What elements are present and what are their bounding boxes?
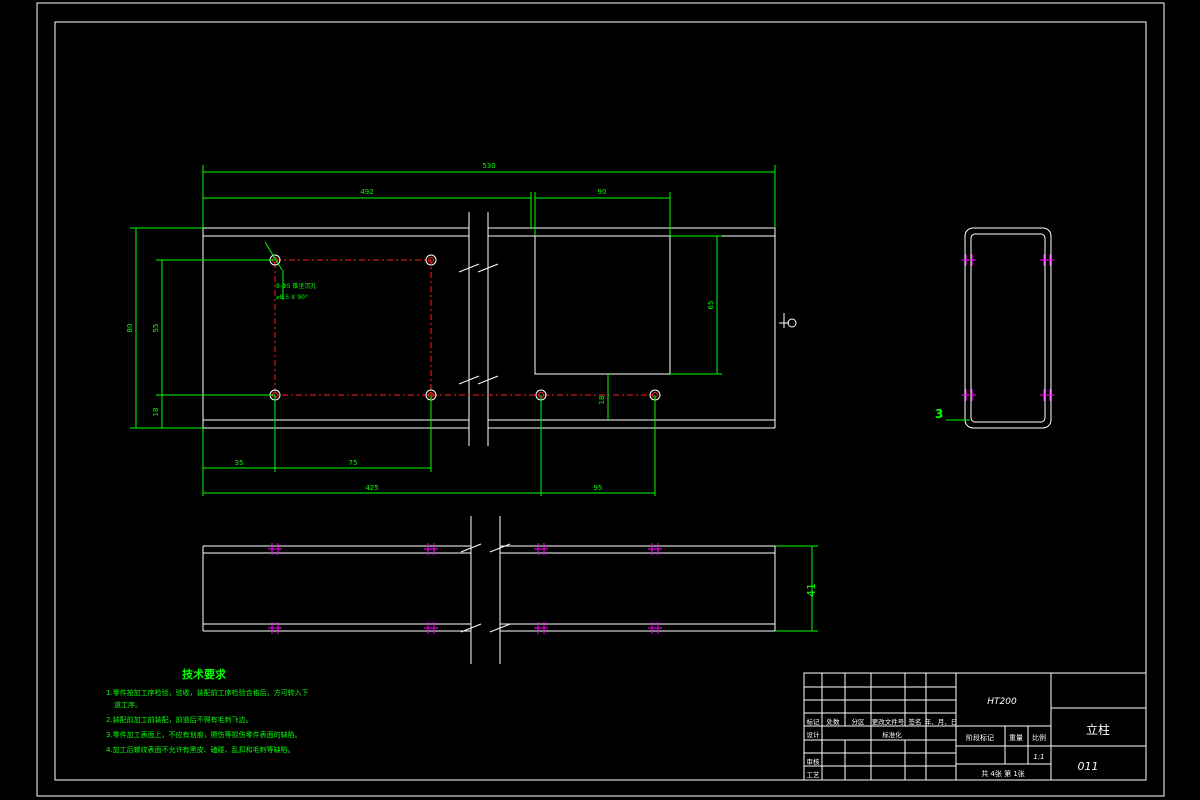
part-name: 立柱	[1086, 722, 1110, 737]
tech-req-item: 4.加工后螺纹表面不允许有黑皮、磕碰、乱扣和毛刺等缺陷。	[106, 745, 295, 754]
tech-req-item: 1.零件按加工序检验，验收，装配前工序检验合格后，方可转入下	[106, 688, 309, 697]
tech-req-item: 3.零件加工表面上，不应有划痕，擦伤等损伤零件表面的缺陷。	[106, 730, 302, 739]
dim-window-bottom-gap: 18	[598, 396, 606, 405]
dim-edge-offset: 18	[152, 408, 160, 417]
dim-overall-height: 80	[126, 324, 134, 333]
side-view	[964, 227, 1052, 429]
col-date: 年、月、日	[925, 717, 958, 726]
dim-hole-spacing-x: 75	[349, 459, 358, 467]
dim-hole-row-length: 425	[365, 484, 378, 492]
drawing-number: 011	[1078, 760, 1099, 773]
col-zone: 分区	[852, 717, 866, 726]
col-count: 处数	[827, 717, 841, 726]
dim-overall-length: 530	[482, 162, 495, 170]
col-sign: 签名	[909, 717, 922, 726]
technical-requirements: 技术要求 1.零件按加工序检验，验收，装配前工序检验合格后，方可转入下 道工序。…	[106, 667, 309, 754]
scale-label: 比例	[1032, 733, 1046, 742]
col-doc: 更改文件号	[872, 717, 905, 726]
material-value: HT200	[987, 697, 1017, 707]
front-view-hole-marks	[268, 543, 662, 634]
dim-hole-spacing-y: 55	[152, 324, 160, 333]
design-label: 设计	[807, 730, 821, 739]
dim-wall-thickness: 3	[935, 407, 943, 421]
dim-partial-length: 492	[360, 188, 373, 196]
scale-value: 1:1	[1033, 753, 1044, 761]
inner-border	[54, 21, 1147, 781]
weight-label: 重量	[1009, 734, 1023, 742]
dim-hole-offset-x: 35	[235, 459, 244, 467]
tech-req-title: 技术要求	[182, 667, 227, 681]
hole-callout-line1: 8-Φ5 锥坐沉孔	[276, 282, 316, 290]
side-view-hole-marks	[962, 254, 1054, 401]
title-block	[803, 672, 1147, 781]
hole	[425, 254, 437, 266]
tech-req-item: 2.装配前加工前装配，前道后不得有毛刺飞边。	[106, 715, 253, 724]
process-label: 工艺	[807, 771, 821, 779]
dimension-lines	[130, 165, 818, 632]
front-view	[202, 516, 776, 664]
break-line-right	[477, 212, 499, 446]
stage-mark-label: 阶段标记	[966, 733, 994, 742]
dim-window-height: 65	[707, 301, 715, 310]
break-line-left	[458, 212, 480, 446]
title-block-texts: HT200 立柱 011 1:1 共 4张 第 1张 阶段标记 重量 比例 标记…	[807, 697, 1111, 779]
outer-border	[36, 2, 1165, 797]
standard-label: 标准化	[882, 730, 902, 739]
dimension-texts: 530 492 90 65 80 55 18 18 35 75 425 95 8…	[126, 162, 943, 597]
top-view	[202, 212, 776, 446]
rect-window	[534, 235, 671, 375]
dim-hole-pair-spacing: 95	[594, 484, 603, 492]
dim-front-height: 41	[805, 583, 818, 597]
review-label: 审核	[807, 757, 821, 766]
col-mark: 标记	[807, 717, 821, 726]
tech-req-item: 道工序。	[114, 700, 142, 709]
sheet-info: 共 4张 第 1张	[981, 769, 1025, 778]
dim-window-width: 90	[598, 188, 607, 196]
hole-callout-line2: ⌀8.5 ⊻ 90°	[276, 294, 308, 301]
